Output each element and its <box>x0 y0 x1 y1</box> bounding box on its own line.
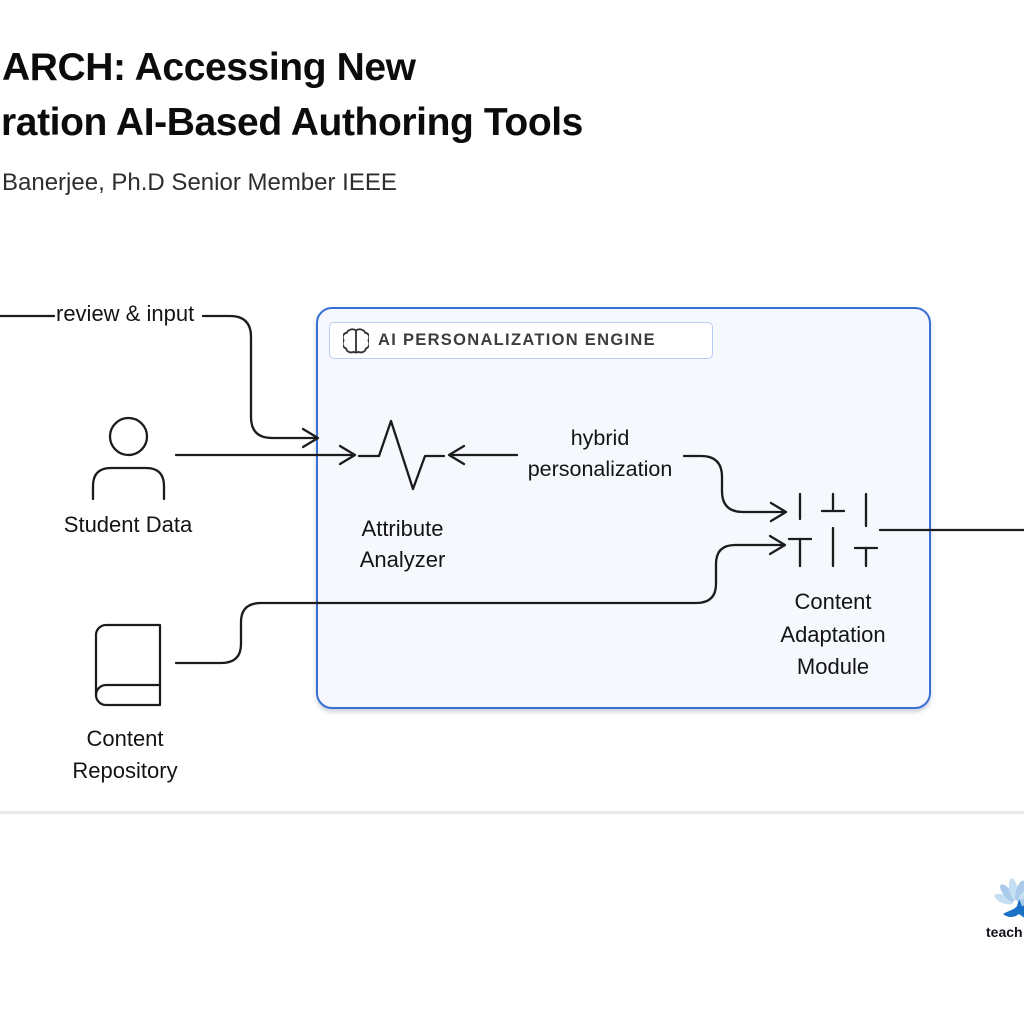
book-icon <box>94 623 162 707</box>
edge-label-review-input: review & input <box>56 301 195 326</box>
ai-engine-header: AI PERSONALIZATION ENGINE <box>329 322 713 359</box>
ai-engine-label: AI PERSONALIZATION ENGINE <box>378 331 656 349</box>
page-title-line2: ration AI-Based Authoring Tools <box>1 101 583 144</box>
node-label-content-repository: Content Repository <box>72 726 178 783</box>
user-icon <box>91 416 166 501</box>
node-label-content-adaptation-module: Content Adaptation Module <box>780 589 886 679</box>
brain-icon <box>343 327 369 353</box>
logo-petals <box>994 878 1024 906</box>
author-line: Banerjee, Ph.D Senior Member IEEE <box>2 169 397 196</box>
edge-label-hybrid-personalization: hybrid personalization <box>527 426 673 481</box>
node-label-attribute-analyzer: Attribute Analyzer <box>359 516 446 572</box>
logo-flower-icon <box>994 878 1024 918</box>
page-title-line1: ARCH: Accessing New <box>2 46 416 89</box>
node-label-student-data: Student Data <box>63 512 193 537</box>
logo-bird-icon <box>1003 899 1024 918</box>
logo-text: teach <box>986 924 1023 940</box>
footer-divider <box>0 811 1024 814</box>
review-input-edge <box>0 314 320 449</box>
